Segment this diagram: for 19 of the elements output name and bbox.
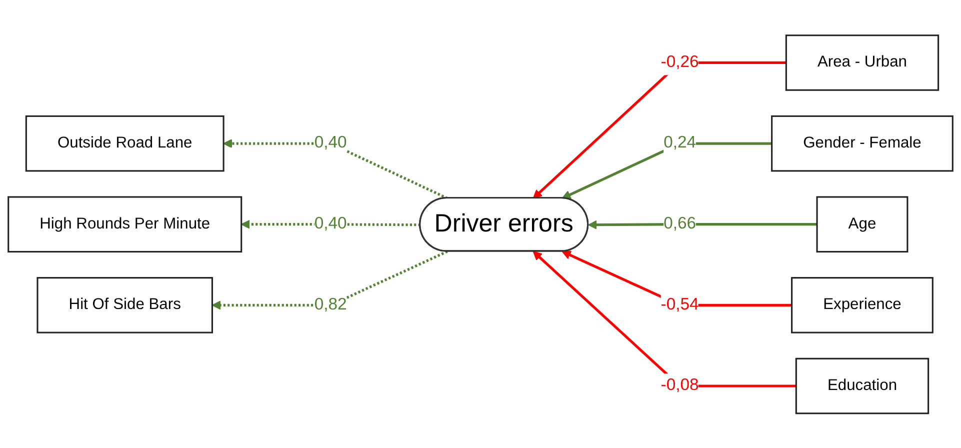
edge-label: 0,24 xyxy=(664,134,696,152)
edge-label: 0,82 xyxy=(314,295,347,314)
edge-label: -0,26 xyxy=(660,52,699,71)
edge-label: -0,54 xyxy=(660,295,699,314)
node-box xyxy=(795,357,930,414)
node-box xyxy=(816,196,908,252)
path-diagram: 0,40 0,40 0,82 -0,26 0,24 0,66 -0,54 -0,08 Outside Road Lane High Rounds Per Minute Hit Of Side Bars Driver errors Area - Urban Gender - Female Age Experience Education xyxy=(0,26,961,422)
node-box xyxy=(25,115,224,172)
edge-label: 0,66 xyxy=(664,214,696,232)
edge-label: -0,08 xyxy=(660,376,699,394)
arrow xyxy=(223,138,448,200)
edge-label: 0,40 xyxy=(314,134,347,152)
node-box xyxy=(36,276,213,333)
node-box xyxy=(771,115,954,172)
node-box xyxy=(785,34,940,91)
node-box xyxy=(791,276,934,333)
node-box xyxy=(8,196,242,252)
arrow xyxy=(212,250,448,310)
edge-label: 0,40 xyxy=(314,214,347,232)
